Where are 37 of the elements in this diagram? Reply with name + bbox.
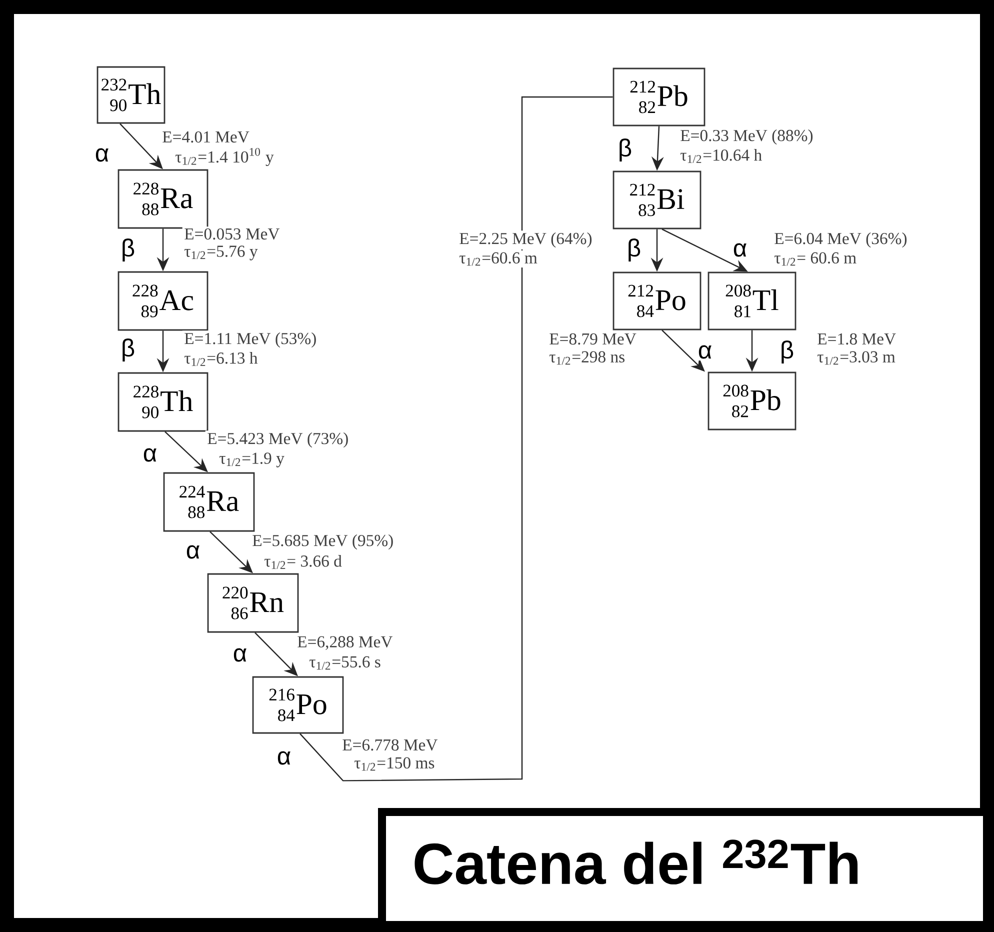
decay-note: E=6.778 MeV	[340, 738, 440, 752]
edge-label: β	[119, 336, 137, 364]
edge-label: α	[275, 750, 293, 766]
decay-note: τ$_{1/2}$=150 ms	[352, 756, 436, 772]
decay-note: τ$_{1/2}$= 3.66 d	[262, 553, 344, 571]
decay-note: τ$_{1/2}$=60.6 m	[457, 250, 540, 268]
decay-note: τ$_{1/2}$=5.76 y	[182, 244, 260, 262]
decay-note: τ$_{1/2}$=10.64 h	[678, 147, 764, 165]
decay-note: E=4.01 MeV	[160, 130, 252, 144]
decay-note: E=0.33 MeV (88%)	[678, 128, 816, 146]
decay-note: τ$_{1/2}$=3.03 m	[815, 349, 898, 366]
edge-label: β	[119, 236, 137, 264]
decay-note: τ$_{1/2}$=1.4 10$^{10}$ y	[173, 146, 276, 168]
edge-label: α	[141, 446, 159, 464]
edge-label: α	[184, 544, 202, 560]
edge-label: β	[625, 236, 643, 264]
decay-note: τ$_{1/2}$=55.6 s	[307, 654, 383, 672]
decay-note: E=0.053 MeV	[182, 226, 282, 242]
edge-label: α	[731, 242, 749, 258]
decay-note: E=6,288 MeV	[295, 634, 394, 652]
decay-note: τ$_{1/2}$=1.9 y	[217, 450, 286, 470]
edge-label: α	[93, 146, 111, 164]
decay-note: E=5.423 MeV (73%)	[205, 430, 350, 450]
edge-label: β	[778, 338, 796, 366]
edge-label: β	[616, 136, 634, 164]
decay-note: E=2.25 MeV (64%)	[457, 230, 594, 250]
edge-label: α	[696, 344, 714, 360]
decay-note: τ$_{1/2}$=6.13 h	[182, 350, 260, 368]
decay-note: E=1.11 MeV (53%)	[182, 330, 318, 350]
decay-note: E=5.685 MeV (95%)	[250, 532, 396, 552]
decay-note: E=6.04 MeV (36%)	[772, 230, 910, 250]
decay-note: τ$_{1/2}$=298 ns	[547, 349, 627, 366]
decay-note: E=8.79 MeV	[547, 332, 638, 346]
title-box: Catena del $^{232}$Th	[378, 808, 991, 929]
decay-note: τ$_{1/2}$= 60.6 m	[772, 250, 858, 268]
decay-note: E=1.8 MeV	[815, 332, 898, 346]
edge-label: α	[231, 646, 249, 664]
